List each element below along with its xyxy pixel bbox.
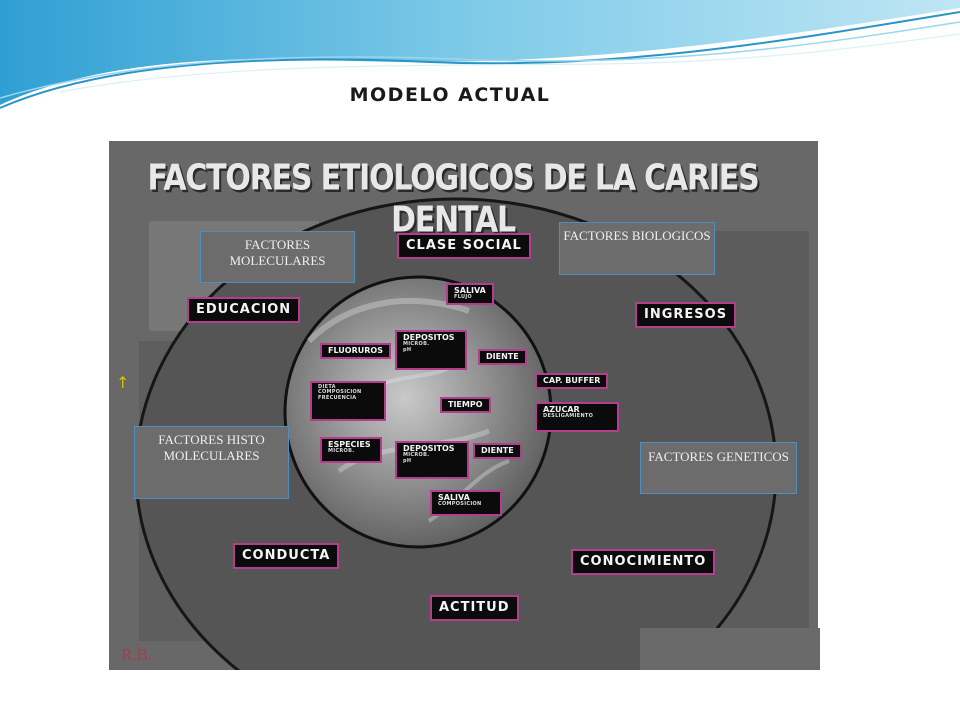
depositos-title: DEPOSITOS	[403, 333, 455, 342]
label-diente-top: DIENTE	[478, 349, 527, 366]
label-clase-social: CLASE SOCIAL	[397, 233, 531, 259]
note-factores-histo-moleculares: FACTORES HISTO MOLECULARES	[134, 426, 289, 499]
etiology-diagram: FACTORES ETIOLOGICOS DE LA CARIES DENTAL…	[109, 141, 818, 670]
arrow-up-icon: ↑	[116, 373, 130, 392]
label-dieta: DIETA COMPOSICION FRECUENCIA	[310, 381, 386, 421]
label-especies: ESPECIES MICROB.	[320, 437, 382, 463]
note-factores-geneticos: FACTORES GENETICOS	[640, 442, 797, 494]
depositos-sub1: MICROB.	[403, 341, 430, 348]
label-ingresos: INGRESOS	[635, 302, 737, 328]
saliva-bottom-sub: COMPOSICION	[438, 501, 482, 508]
depositos-sub2: pH	[403, 346, 412, 353]
especies-title: ESPECIES	[328, 440, 371, 449]
depositos-bottom-sub2: pH	[403, 457, 412, 464]
depositos-bottom-sub1: MICROB.	[403, 452, 430, 459]
label-cap-buffer: CAP. BUFFER	[535, 373, 609, 390]
label-fluoruros: FLUORUROS	[320, 343, 391, 360]
author-signature: R.B.	[121, 645, 153, 664]
depositos-bottom-title: DEPOSITOS	[403, 444, 455, 453]
note-factores-moleculares: FACTORES MOLECULARES	[200, 231, 355, 283]
azucar-sub: DESLIGAMIENTO	[543, 413, 594, 420]
label-conducta: CONDUCTA	[233, 543, 340, 569]
label-diente-bottom: DIENTE	[473, 443, 522, 460]
dieta-line1: DIETA	[318, 384, 336, 390]
label-actitud: ACTITUD	[430, 595, 519, 621]
label-saliva-composicion: SALIVA COMPOSICION	[430, 490, 502, 516]
label-depositos-top: DEPOSITOS MICROB. pH	[395, 330, 467, 370]
especies-sub: MICROB.	[328, 448, 355, 455]
dieta-line2: COMPOSICION	[318, 389, 362, 396]
note-factores-biologicos: FACTORES BIOLOGICOS	[559, 222, 715, 275]
corner-block	[640, 628, 820, 670]
label-tiempo: TIEMPO	[440, 397, 491, 414]
diagram-title: FACTORES ETIOLOGICOS DE LA CARIES DENTAL	[147, 157, 759, 241]
azucar-title: AZUCAR	[543, 405, 580, 414]
saliva-bottom-title: SALIVA	[438, 493, 470, 502]
label-azucar: AZUCAR DESLIGAMIENTO	[535, 402, 619, 432]
label-depositos-bottom: DEPOSITOS MICROB. pH	[395, 441, 469, 479]
label-educacion: EDUCACION	[187, 297, 301, 323]
saliva-sub: FLUJO	[454, 294, 473, 301]
label-saliva-flujo: SALIVA FLUJO	[446, 283, 494, 305]
saliva-title: SALIVA	[454, 286, 486, 295]
slide-title: MODELO ACTUAL	[349, 84, 551, 106]
dieta-line3: FRECUENCIA	[318, 394, 357, 401]
header-waves	[0, 0, 960, 109]
label-conocimiento: CONOCIMIENTO	[571, 549, 716, 575]
